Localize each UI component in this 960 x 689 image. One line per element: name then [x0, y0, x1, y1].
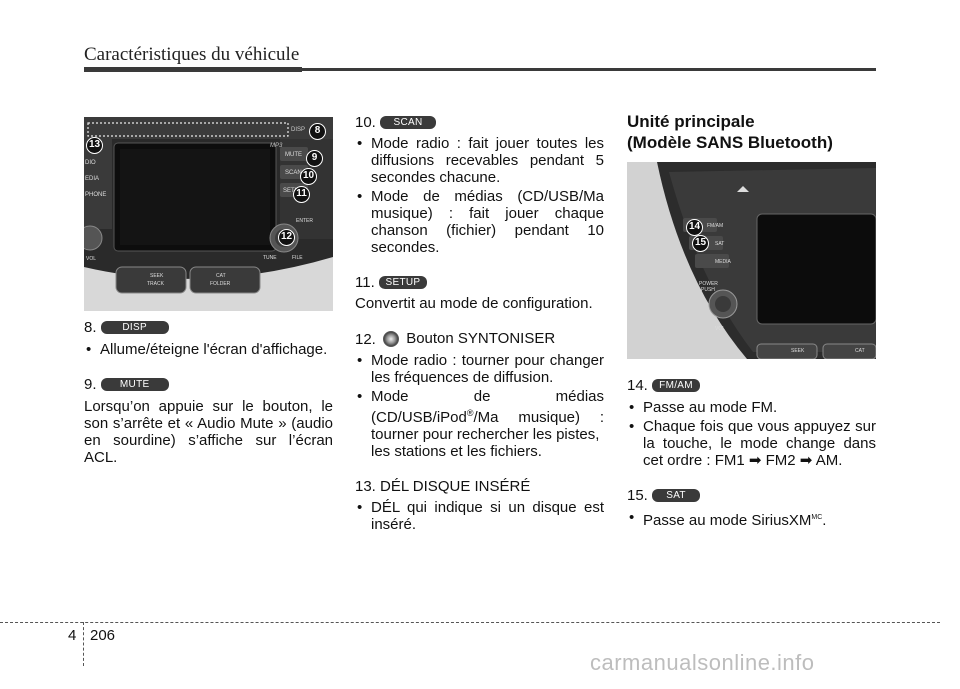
callout-11: 11 — [293, 186, 310, 203]
text-line: les stations et les fichiers. — [371, 442, 542, 460]
item-12-heading: 12. Bouton SYNTONISER — [355, 330, 556, 348]
arrow-right-icon: ➡ — [799, 451, 813, 469]
text-line: les fréquences de diffusion. — [371, 368, 554, 386]
text-line: Mode de médias (CD/USB/Ma — [371, 187, 604, 205]
item-11-heading: 11. SETUP — [355, 274, 604, 291]
text-line: la touche, le mode change dans — [643, 434, 876, 452]
page-header-title: Caractéristiques du véhicule — [84, 44, 300, 65]
item-9-text: Lorsqu’on appuie sur le bouton, le son s… — [84, 398, 333, 466]
text-line: DÉL qui indique si un disque est — [371, 498, 604, 516]
item-15-bullet-1: Passe au mode SiriusXMMC. — [627, 509, 876, 529]
text-line: secondes. — [371, 238, 440, 256]
callout-12: 12 — [278, 229, 295, 246]
text-line: musique) : fait jouer chaque — [371, 204, 604, 222]
item-13-bullet-1: DÉL qui indique si un disque est inséré. — [355, 499, 604, 533]
phone-key-label: PHONE — [85, 192, 107, 198]
head-unit-illustration — [84, 117, 333, 311]
text-line: ACL. — [84, 449, 118, 467]
callout-13: 13 — [86, 137, 103, 154]
watermark: carmanualsonline.info — [590, 650, 815, 675]
scan-key-label: SCAN — [285, 170, 302, 176]
callout-14: 14 — [686, 219, 703, 236]
section-title-line-2: (Modèle SANS Bluetooth) — [627, 133, 833, 152]
item-12-bullet-1: Mode radio : tourner pour changer les fr… — [355, 352, 604, 386]
track-label: TRACK — [147, 281, 164, 287]
push-label: PUSH — [701, 287, 715, 293]
callout-10: 10 — [300, 168, 317, 185]
head-unit-photo-no-bluetooth: FM/AM SAT MEDIA POWER PUSH VOL SEEK CAT … — [627, 162, 876, 359]
item-14-heading: 14. FM/AM — [627, 376, 876, 394]
header-rule-accent — [84, 67, 302, 72]
head-unit-no-bt-illustration — [627, 162, 876, 359]
item-14-bullet-1: Passe au mode FM. — [627, 399, 876, 416]
text-line: cet ordre : FM1 ➡ FM2 ➡ AM. — [643, 451, 843, 469]
column-right: 14. FM/AM Passe au mode FM. Chaque fois … — [627, 376, 876, 530]
folder-label: FOLDER — [210, 281, 231, 287]
tune-label: TUNE — [263, 255, 277, 261]
text-line: chanson (fichier) pendant 10 — [371, 221, 604, 239]
page-number: 206 — [90, 627, 116, 644]
callout-15: 15 — [692, 235, 709, 252]
item-12-bullet-2: Mode de médias (CD/USB/iPod®/Ma musique)… — [355, 388, 604, 460]
text-line: inséré. — [371, 515, 417, 533]
item-10-heading: 10. SCAN — [355, 113, 604, 131]
callout-9: 9 — [306, 150, 323, 167]
fmam-badge: FM/AM — [652, 378, 701, 392]
head-unit-photo: DISP MP3 MUTE SCAN SETUP ENTER TUNE FILE… — [84, 117, 333, 311]
item-14-bullet-2: Chaque fois que vous appuyez sur la touc… — [627, 418, 876, 469]
item-8-bullet: Allume/éteigne l'écran d'affichage. — [84, 341, 333, 358]
section-title-line-1: Unité principale — [627, 112, 755, 131]
mute-badge: MUTE — [100, 378, 169, 392]
fmam-key-label: FM/AM — [707, 223, 724, 229]
text-line: en sourdine) s’affiche sur l’écran — [84, 432, 333, 450]
column-middle: 10. SCAN Mode radio : fait jouer toutes … — [355, 113, 604, 533]
vol-label: VOL — [86, 256, 97, 262]
text-line: diffusions recevables pendant 5 — [371, 151, 604, 169]
cat-label-2: CAT — [855, 348, 865, 354]
text-line: Chaque fois que vous appuyez sur — [643, 417, 876, 435]
disp-badge: DISP — [100, 320, 169, 334]
text-line: secondes chacune. — [371, 168, 501, 186]
footer-rule — [0, 622, 940, 623]
seek-label: SEEK — [150, 273, 164, 279]
radio-key-label: DIO — [85, 160, 96, 166]
item-10-bullet-2: Mode de médias (CD/USB/Ma musique) : fai… — [355, 188, 604, 256]
disp-key-label: DISP — [291, 127, 306, 133]
footer-divider — [83, 622, 84, 666]
text-line: tourner pour rechercher les pistes, — [371, 425, 600, 443]
callout-8: 8 — [309, 123, 326, 140]
vol-label-2: VOL — [715, 326, 726, 332]
scan-badge: SCAN — [380, 115, 437, 129]
media-key-label-2: MEDIA — [715, 259, 731, 265]
mp3-logo-label: MP3 — [270, 143, 283, 149]
text-line: son s’arrête et « Audio Mute » (audio — [84, 415, 333, 433]
text-line: Mode radio : fait jouer toutes les — [371, 134, 604, 152]
mute-key-label: MUTE — [285, 152, 302, 158]
chapter-number: 4 — [68, 627, 77, 644]
text-line: Mode de médias — [371, 387, 604, 405]
text-line: Mode radio : tourner pour changer — [371, 351, 604, 369]
enter-label: ENTER — [296, 218, 313, 224]
seek-label-2: SEEK — [791, 348, 805, 354]
text-line: (CD/USB/iPod®/Ma musique) : — [371, 407, 604, 426]
item-11-text: Convertit au mode de configuration. — [355, 295, 593, 313]
file-label: FILE — [292, 255, 303, 261]
power-label: POWER — [699, 281, 718, 287]
item-13-heading: 13. DÉL DISQUE INSÉRÉ — [355, 477, 531, 495]
text-line: Lorsqu’on appuie sur le bouton, le — [84, 398, 333, 416]
setup-badge: SETUP — [378, 276, 427, 290]
tune-knob-icon — [383, 331, 400, 348]
item-9-heading: 9. MUTE — [84, 376, 333, 393]
media-key-label: EDIA — [85, 176, 100, 182]
column-left: 8. DISP Allume/éteigne l'écran d'afficha… — [84, 318, 333, 467]
arrow-right-icon: ➡ — [748, 451, 762, 469]
sat-badge: SAT — [652, 489, 701, 503]
cat-label: CAT — [216, 273, 226, 279]
item-10-bullet-1: Mode radio : fait jouer toutes les diffu… — [355, 135, 604, 186]
item-8-heading: 8. DISP — [84, 318, 333, 336]
item-15-heading: 15. SAT — [627, 487, 876, 504]
sat-key-label: SAT — [715, 241, 725, 247]
header-rule — [84, 68, 876, 71]
